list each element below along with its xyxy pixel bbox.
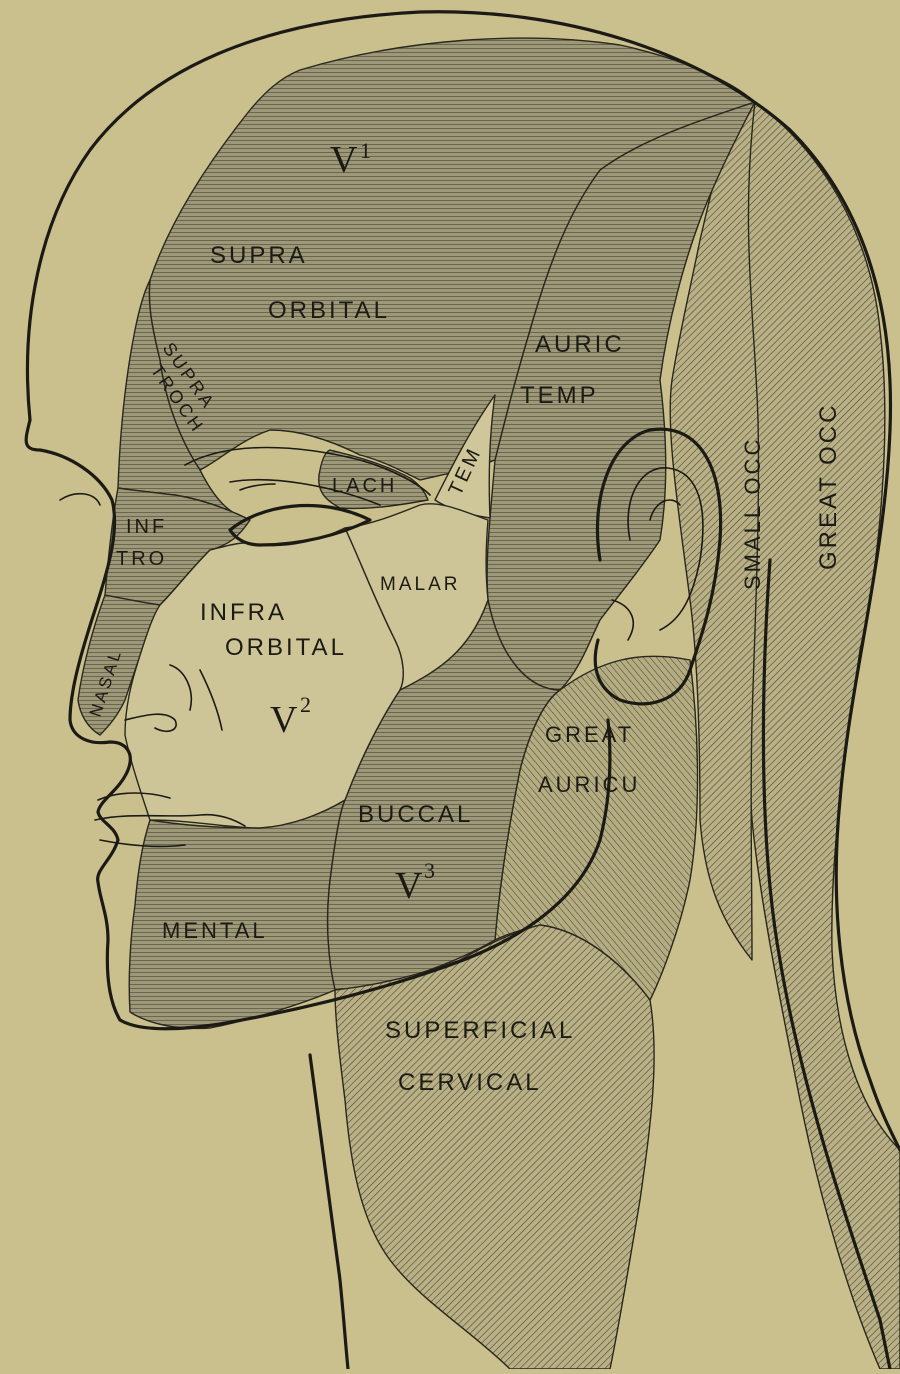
label-inf: INF [126, 516, 167, 538]
label-auricu: AURICU [538, 772, 640, 797]
label-infra-orbital: ORBITAL [225, 634, 347, 661]
label-superficial: SUPERFICIAL [385, 1017, 575, 1044]
label-great-occ: GREAT OCC [815, 403, 842, 570]
label-mental: MENTAL [162, 918, 268, 943]
label-buccal: BUCCAL [358, 801, 473, 828]
label-auric: AURIC [535, 331, 625, 358]
label-cervical: CERVICAL [398, 1069, 542, 1096]
label-temp: TEMP [520, 382, 599, 409]
label-infra: INFRA [200, 599, 287, 626]
label-great: GREAT [545, 722, 634, 747]
label-v3-sup: 3 [424, 858, 435, 883]
label-tro: TRO [116, 548, 167, 570]
label-supra: SUPRA [210, 242, 308, 269]
label-v1: V [330, 139, 358, 181]
label-small-occ: SMALL OCC [740, 437, 765, 590]
label-v2-sup: 2 [300, 692, 311, 717]
label-v1-sup: 1 [360, 138, 371, 163]
label-v2: V [270, 699, 298, 741]
label-malar: MALAR [380, 574, 460, 595]
label-orbital: ORBITAL [268, 297, 390, 324]
label-lach: LACH [332, 475, 397, 497]
label-v3: V [395, 865, 423, 907]
region-mental [129, 800, 345, 1028]
